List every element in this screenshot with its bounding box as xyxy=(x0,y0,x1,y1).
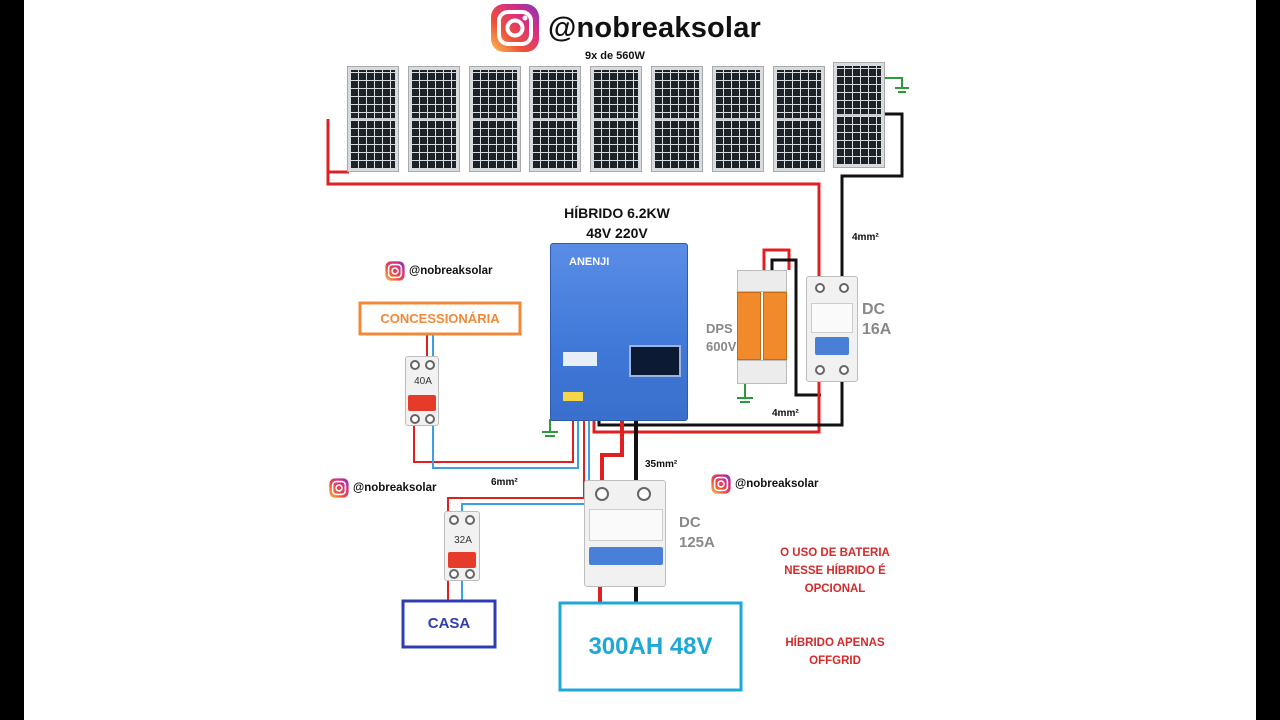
solar-panel xyxy=(347,66,399,172)
watermark-handle: @nobreaksolar xyxy=(409,265,493,277)
dc125-label: DC 125A xyxy=(679,513,715,553)
note-battery-optional: O USO DE BATERIA NESSE HÍBRIDO É OPCIONA… xyxy=(780,547,890,595)
note-hybrid-offgrid: HÍBRIDO APENAS OFFGRID xyxy=(785,637,885,667)
battery-box xyxy=(558,601,743,692)
cable-label-ac: 6mm² xyxy=(491,477,518,488)
dc-16a-breaker[interactable] xyxy=(806,276,858,382)
ac-in-neutral xyxy=(432,420,579,469)
inverter-title-line2: 48V 220V xyxy=(586,225,648,241)
solar-panel xyxy=(468,66,521,172)
dc16-label: DC 16A xyxy=(862,300,891,340)
ac-input-breaker[interactable]: 40A xyxy=(405,356,439,426)
breaker-toggle[interactable] xyxy=(448,552,476,568)
pv-ground-wire xyxy=(882,77,903,88)
inverter-display xyxy=(629,345,681,377)
instagram-icon xyxy=(329,478,349,498)
inverter-brand: ANENJI xyxy=(569,256,610,268)
battery-label: 300AH 48V xyxy=(588,633,713,660)
header-handle: @nobreaksolar xyxy=(548,11,762,44)
warning-label xyxy=(563,392,583,401)
ac-output-rating: 32A xyxy=(454,535,472,546)
instagram-icon xyxy=(711,474,731,494)
inverter-label-plate xyxy=(563,352,597,366)
breaker-toggle[interactable] xyxy=(815,337,849,355)
breaker-toggle[interactable] xyxy=(408,395,436,411)
watermark-handle: @nobreaksolar xyxy=(353,482,437,494)
solar-panel xyxy=(833,62,886,168)
load-box xyxy=(401,599,497,649)
hybrid-inverter[interactable]: ANENJI xyxy=(550,243,688,421)
dc-125a-breaker[interactable] xyxy=(584,480,666,587)
watermark-handle: @nobreaksolar xyxy=(735,478,819,490)
inverter-title-line1: HÍBRIDO 6.2KW xyxy=(564,205,670,221)
surge-protector[interactable] xyxy=(737,270,787,385)
solar-panel xyxy=(407,66,460,172)
ac-in-live xyxy=(413,420,574,463)
dps-label-line2: 600V xyxy=(706,339,737,354)
solar-panel xyxy=(711,66,764,172)
watermark-1: @nobreaksolar xyxy=(385,261,492,281)
dc16-negative-out xyxy=(597,378,844,427)
grid-source-box xyxy=(358,301,522,336)
ac-output-breaker[interactable]: 32A xyxy=(444,511,480,581)
cable-label-pv: 4mm² xyxy=(852,232,879,243)
header-brand: @nobreaksolar xyxy=(490,3,761,53)
ac-input-rating: 40A xyxy=(414,376,432,387)
dc125-label-line2: 125A xyxy=(679,534,715,551)
dc16-label-line2: 16A xyxy=(862,321,892,338)
instagram-icon xyxy=(491,4,539,52)
solar-panel xyxy=(529,66,582,172)
grid-source-label: CONCESSIONÁRIA xyxy=(380,311,500,326)
dc125-label-line1: DC xyxy=(679,514,701,531)
diagram-canvas: @nobreaksolar 9x de 560W HÍBRIDO 6.2KW 4… xyxy=(24,0,1256,720)
instagram-icon xyxy=(385,261,405,281)
solar-panel xyxy=(651,66,703,172)
pv-negative-wire xyxy=(840,112,904,278)
load-label: CASA xyxy=(427,615,471,632)
pv-positive-wire xyxy=(326,119,821,392)
solar-panel xyxy=(590,66,643,172)
dps-label: DPS 600V xyxy=(706,320,736,356)
inverter-title: HÍBRIDO 6.2KW 48V 220V xyxy=(552,203,682,243)
battery-positive-wire xyxy=(600,420,624,480)
ac-out-neutral xyxy=(461,420,590,512)
panels-label: 9x de 560W xyxy=(585,50,645,62)
breaker-toggle[interactable] xyxy=(589,547,663,565)
watermark-2: @nobreaksolar xyxy=(329,478,436,498)
watermark-3: @nobreaksolar xyxy=(711,474,818,494)
cable-label-battery: 35mm² xyxy=(645,459,678,470)
dc16-positive-out xyxy=(592,392,821,434)
cable-label-pv-lower: 4mm² xyxy=(772,408,799,419)
dc16-label-line1: DC xyxy=(862,301,886,318)
dps-label-line1: DPS xyxy=(706,321,733,336)
solar-panel xyxy=(772,66,825,172)
ac-out-live xyxy=(447,420,585,512)
